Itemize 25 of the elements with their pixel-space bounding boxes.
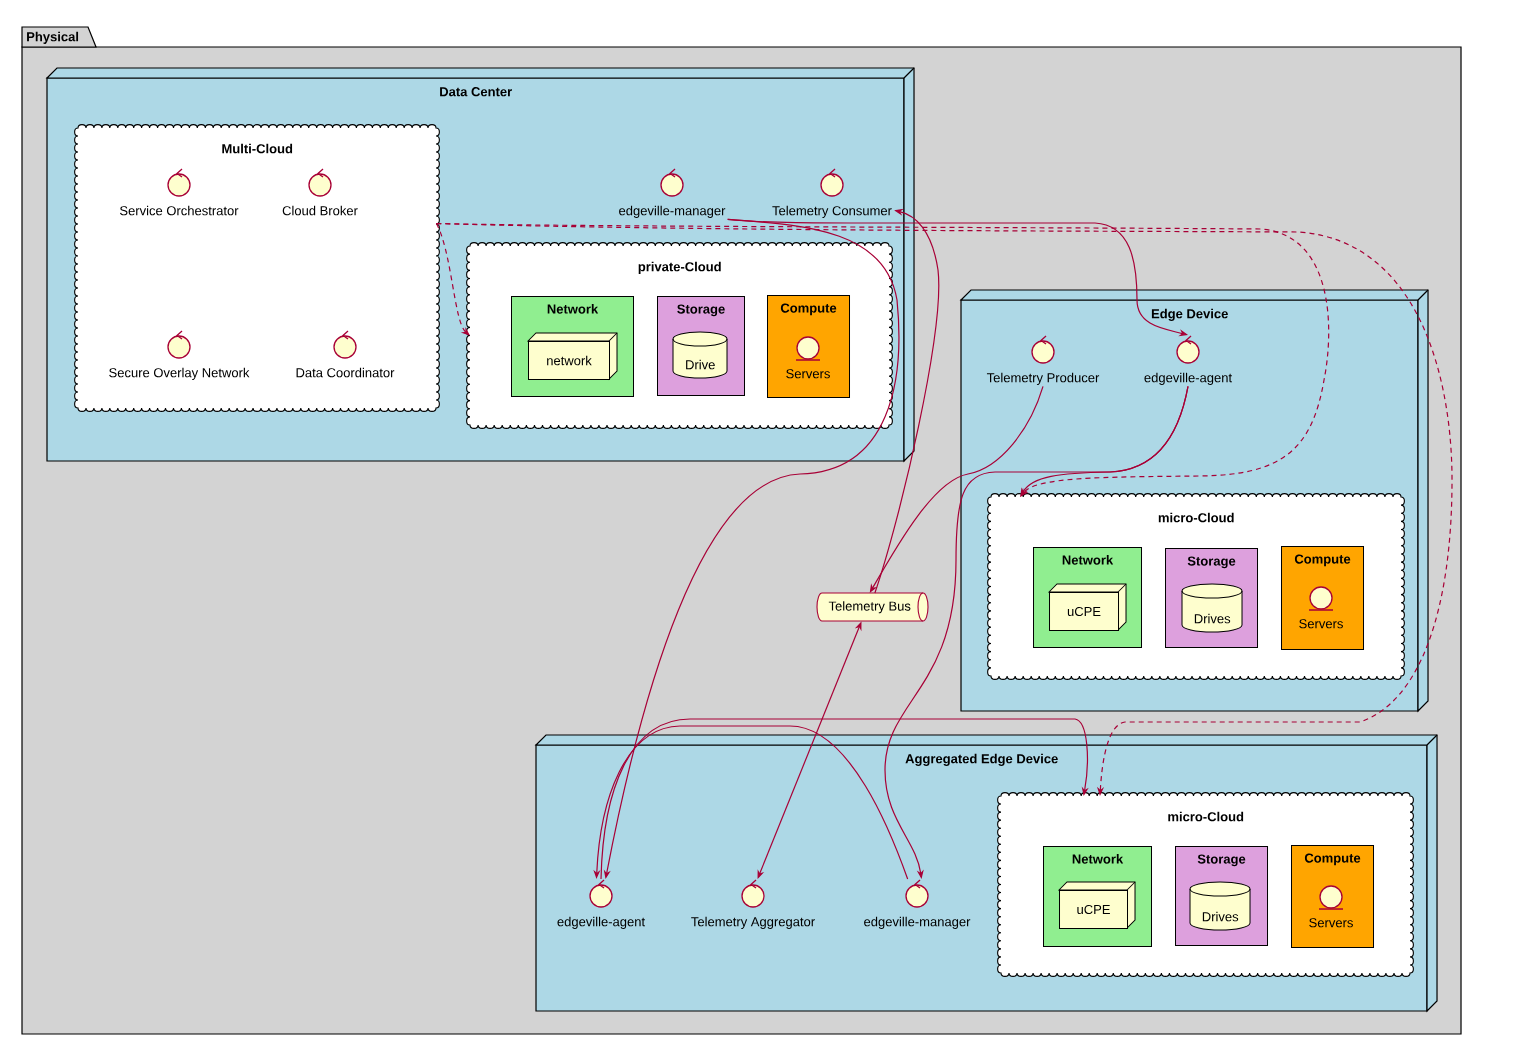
arrow <box>869 385 1044 593</box>
component-label: edgeville-manager <box>864 916 971 929</box>
cube-box: uCPE <box>1048 583 1127 631</box>
dashed-arrow <box>435 222 470 336</box>
database-cylinder: Drive <box>672 331 728 379</box>
component-label: Cloud Broker <box>282 205 358 216</box>
component-label: Servers <box>1299 619 1343 629</box>
component-label: Servers <box>786 369 830 379</box>
cube-box: network <box>527 332 618 380</box>
component-label: Telemetry Producer <box>986 372 1100 385</box>
queue-cylinder: Telemetry Bus <box>816 592 929 622</box>
component-label: Secure Overlay Network <box>109 367 250 380</box>
component-label: Servers <box>1309 918 1353 928</box>
component-label: Telemetry Aggregator <box>691 916 815 929</box>
arrow <box>600 718 1089 880</box>
node-label: Physical <box>27 31 79 44</box>
database-cylinder: Drives <box>1181 583 1243 633</box>
component-label: edgeville-manager <box>619 205 726 218</box>
database-cylinder: Drives <box>1189 881 1251 931</box>
component-label: Telemetry Consumer <box>772 205 892 218</box>
cube-box: uCPE <box>1058 881 1136 929</box>
component-label: edgeville-agent <box>557 916 645 929</box>
component-label: edgeville-agent <box>1144 372 1232 385</box>
component-label: Data Coordinator <box>296 367 395 378</box>
component-label: Service Orchestrator <box>120 205 239 216</box>
